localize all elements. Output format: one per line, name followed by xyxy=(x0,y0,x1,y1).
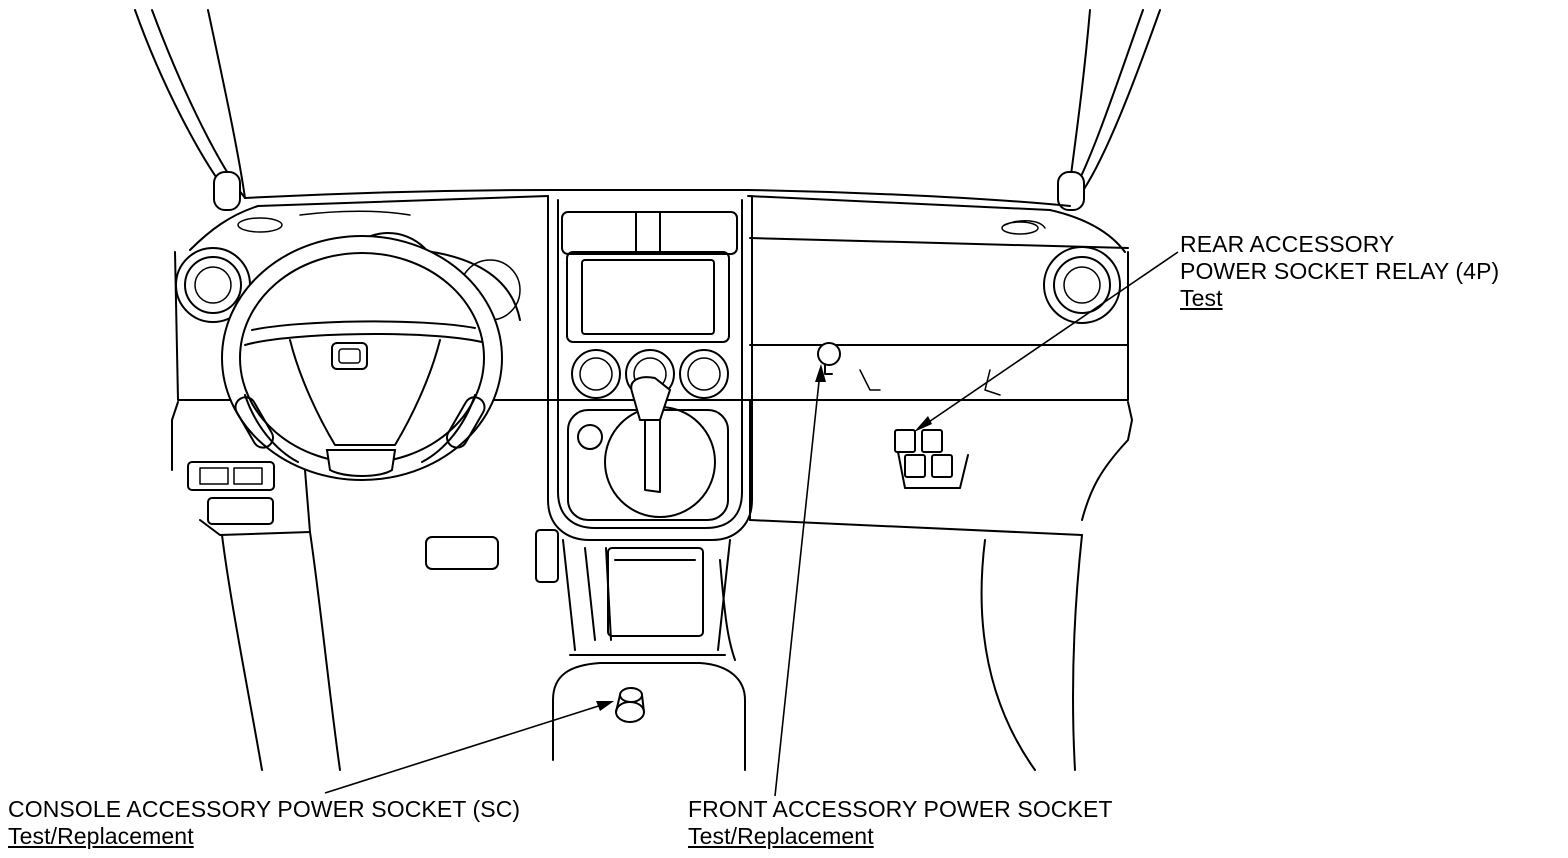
front-socket-test-replacement-link[interactable]: Test/Replacement xyxy=(688,823,874,849)
rear-relay-test-link[interactable]: Test xyxy=(1180,285,1223,311)
rear-relay-title-line-1: REAR ACCESSORY xyxy=(1180,231,1395,257)
steering-wheel xyxy=(221,235,503,481)
leader-front-socket xyxy=(774,364,826,797)
rear-relay-title-line-2: POWER SOCKET RELAY (4P) xyxy=(1180,258,1500,284)
right-floor xyxy=(980,534,1083,771)
right-side-vent xyxy=(1043,246,1121,324)
front-socket-title: FRONT ACCESSORY POWER SOCKET xyxy=(688,796,1113,822)
leader-rear-relay xyxy=(914,251,1179,432)
dashboard xyxy=(171,189,1133,536)
callout-console-socket: CONSOLE ACCESSORY POWER SOCKET (SC) Test… xyxy=(8,796,520,850)
center-console xyxy=(552,539,746,771)
leader-console-socket xyxy=(324,701,614,794)
lower-left-panel xyxy=(187,461,559,771)
front-accessory-socket-graphic xyxy=(817,342,841,375)
right-a-pillar xyxy=(1057,9,1161,211)
console-socket-graphic xyxy=(615,687,645,723)
callout-front-socket: FRONT ACCESSORY POWER SOCKET Test/Replac… xyxy=(688,796,1113,850)
console-socket-test-replacement-link[interactable]: Test/Replacement xyxy=(8,823,194,849)
left-a-pillar xyxy=(134,9,246,211)
callout-rear-relay: REAR ACCESSORY POWER SOCKET RELAY (4P) T… xyxy=(1180,231,1499,312)
console-socket-title: CONSOLE ACCESSORY POWER SOCKET (SC) xyxy=(8,796,521,822)
center-stack xyxy=(547,195,753,541)
rear-relay-graphic xyxy=(894,429,969,489)
